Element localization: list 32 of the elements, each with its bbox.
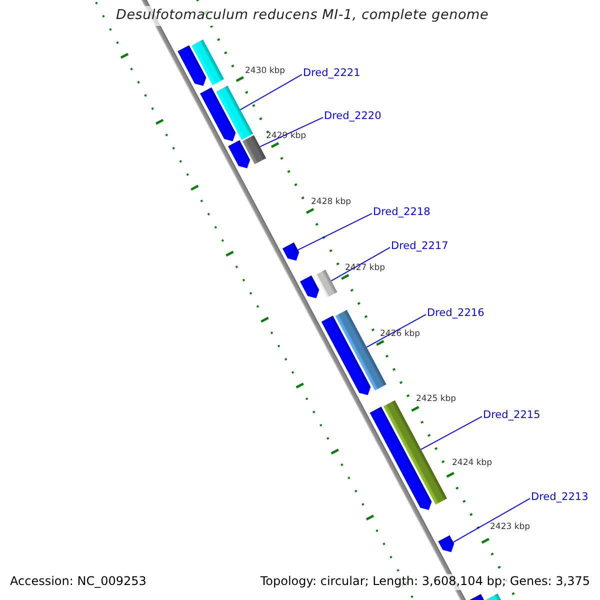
gene-label: Dred_2218 bbox=[373, 206, 430, 218]
gene-label: Dred_2216 bbox=[427, 306, 484, 320]
scale-label: 2430 kbp bbox=[245, 67, 286, 77]
leader-line bbox=[420, 416, 482, 450]
gene-feature bbox=[370, 406, 432, 510]
leader-line bbox=[330, 246, 390, 282]
gene-feature bbox=[438, 535, 454, 552]
scale-label: 2425 kbp bbox=[416, 395, 456, 405]
leader-line bbox=[366, 314, 426, 348]
gene-feature bbox=[300, 275, 320, 298]
genome-info-label: Topology: circular; Length: 3,608,104 bp; Genes: 3,375 bbox=[258, 574, 592, 590]
gene-feature bbox=[200, 87, 236, 142]
gene-label: Dred_2220 bbox=[324, 110, 382, 122]
accession-label: Accession: NC_009253 bbox=[8, 574, 148, 590]
gene-feature bbox=[282, 242, 300, 261]
gene-feature bbox=[178, 45, 206, 86]
leader-line bbox=[297, 212, 372, 250]
gene-bar bbox=[314, 270, 338, 298]
gene-label: Dred_2215 bbox=[483, 408, 540, 422]
leader-line bbox=[240, 74, 302, 110]
gene-bar bbox=[192, 39, 224, 86]
gene-label: Dred_2217 bbox=[391, 240, 448, 252]
leader-line bbox=[259, 116, 324, 148]
gene-feature bbox=[228, 140, 250, 168]
gene-label: Dred_2213 bbox=[531, 490, 588, 504]
scale-label: 2423 kbp bbox=[490, 523, 530, 533]
gene-feature bbox=[321, 316, 371, 396]
scale-label: 2424 kbp bbox=[452, 459, 492, 469]
gene-label: Dred_2221 bbox=[303, 66, 360, 80]
gene-bar bbox=[242, 135, 266, 164]
scale-label: 2428 kbp bbox=[311, 198, 352, 208]
leader-line bbox=[452, 498, 530, 543]
